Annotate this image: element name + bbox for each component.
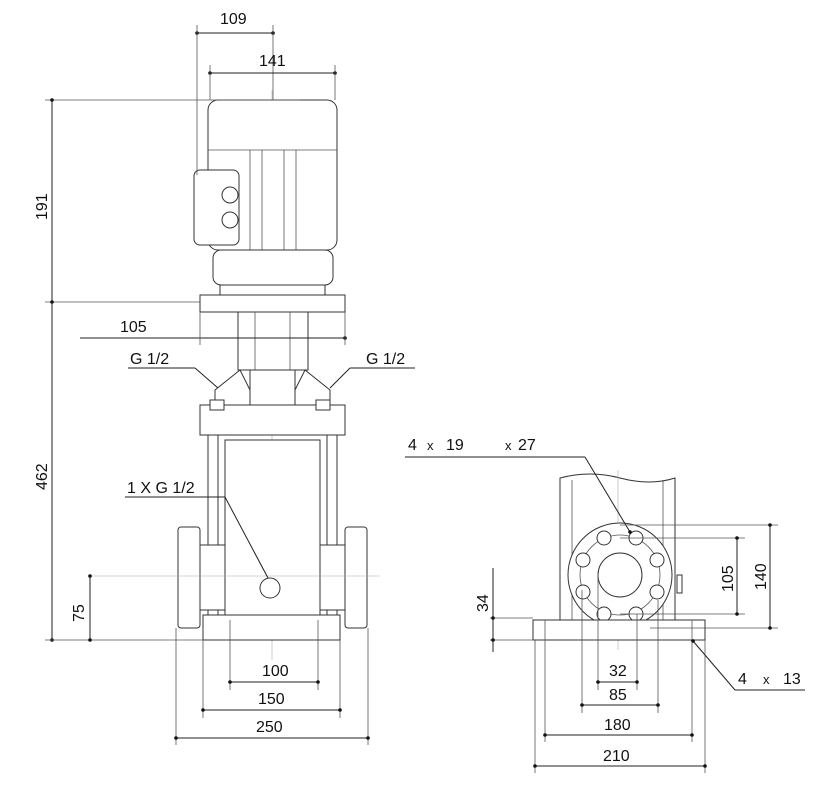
inlet-flange [177,526,201,629]
dim-150: 150 [258,691,285,708]
dim-105-side: 105 [720,565,737,592]
bolt-count: 4 [408,437,417,454]
foot-count: 4 [738,671,747,688]
drain-port-label: 1 X G 1/2 [127,480,195,497]
dim-180: 180 [604,717,631,734]
side-base [532,619,706,641]
bolt-times-2: x [505,438,512,453]
outlet-flange [344,526,368,629]
motor-flange [199,294,346,313]
bolt-times: x [427,438,434,453]
terminal-box [193,169,240,246]
foot-times: x [763,672,770,687]
dim-191: 191 [34,193,51,220]
pump-base [202,614,341,641]
dim-250: 250 [256,719,283,736]
side-view-dimensions: 4 x 19 x 27 105 140 34 32 85 180 210 4 x… [405,437,805,773]
dim-32: 32 [609,663,627,680]
dim-210: 210 [603,748,630,765]
side-view-pump [532,470,706,650]
dim-75: 75 [71,604,88,622]
port-left-label: G 1/2 [130,351,169,368]
front-view-pump [90,90,380,660]
bore [597,552,643,598]
bolt-holes [575,530,665,622]
bolt-hole-19: 19 [446,437,464,454]
dim-462: 462 [34,463,51,490]
drain-plug [259,577,281,599]
port-right-label: G 1/2 [366,351,405,368]
dim-141: 141 [259,53,286,70]
front-view-dimensions: 109 141 191 462 75 105 G 1/2 G 1/2 1 X G… [34,11,415,745]
dim-105-front: 105 [120,319,147,336]
dim-100: 100 [262,663,289,680]
dim-140: 140 [753,563,770,590]
dim-34: 34 [475,594,492,612]
dim-85: 85 [609,687,627,704]
foot-hole-13: 13 [783,671,801,688]
bolt-hole-27: 27 [518,437,536,454]
dim-109: 109 [220,11,247,28]
